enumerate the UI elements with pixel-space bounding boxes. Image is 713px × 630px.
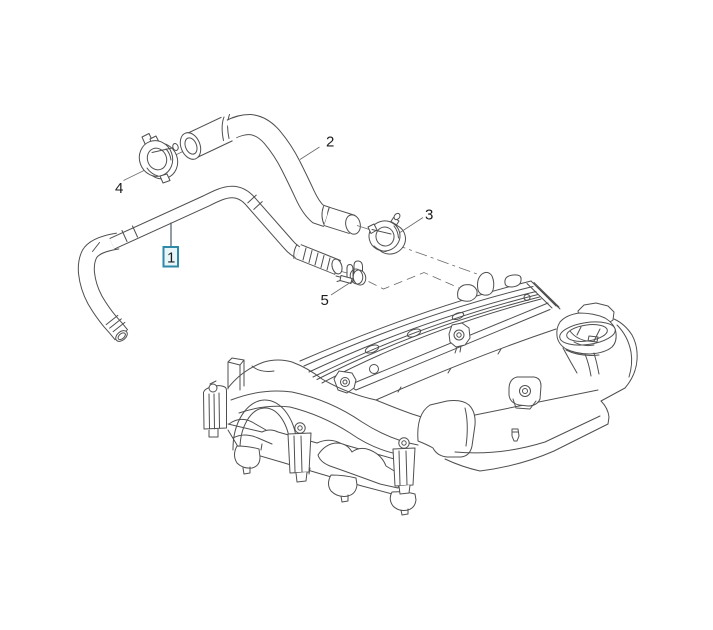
svg-text:3: 3 [425, 207, 433, 224]
svg-text:2: 2 [326, 134, 334, 151]
svg-text:4: 4 [115, 180, 123, 197]
svg-text:1: 1 [167, 250, 175, 267]
svg-text:5: 5 [321, 292, 329, 309]
